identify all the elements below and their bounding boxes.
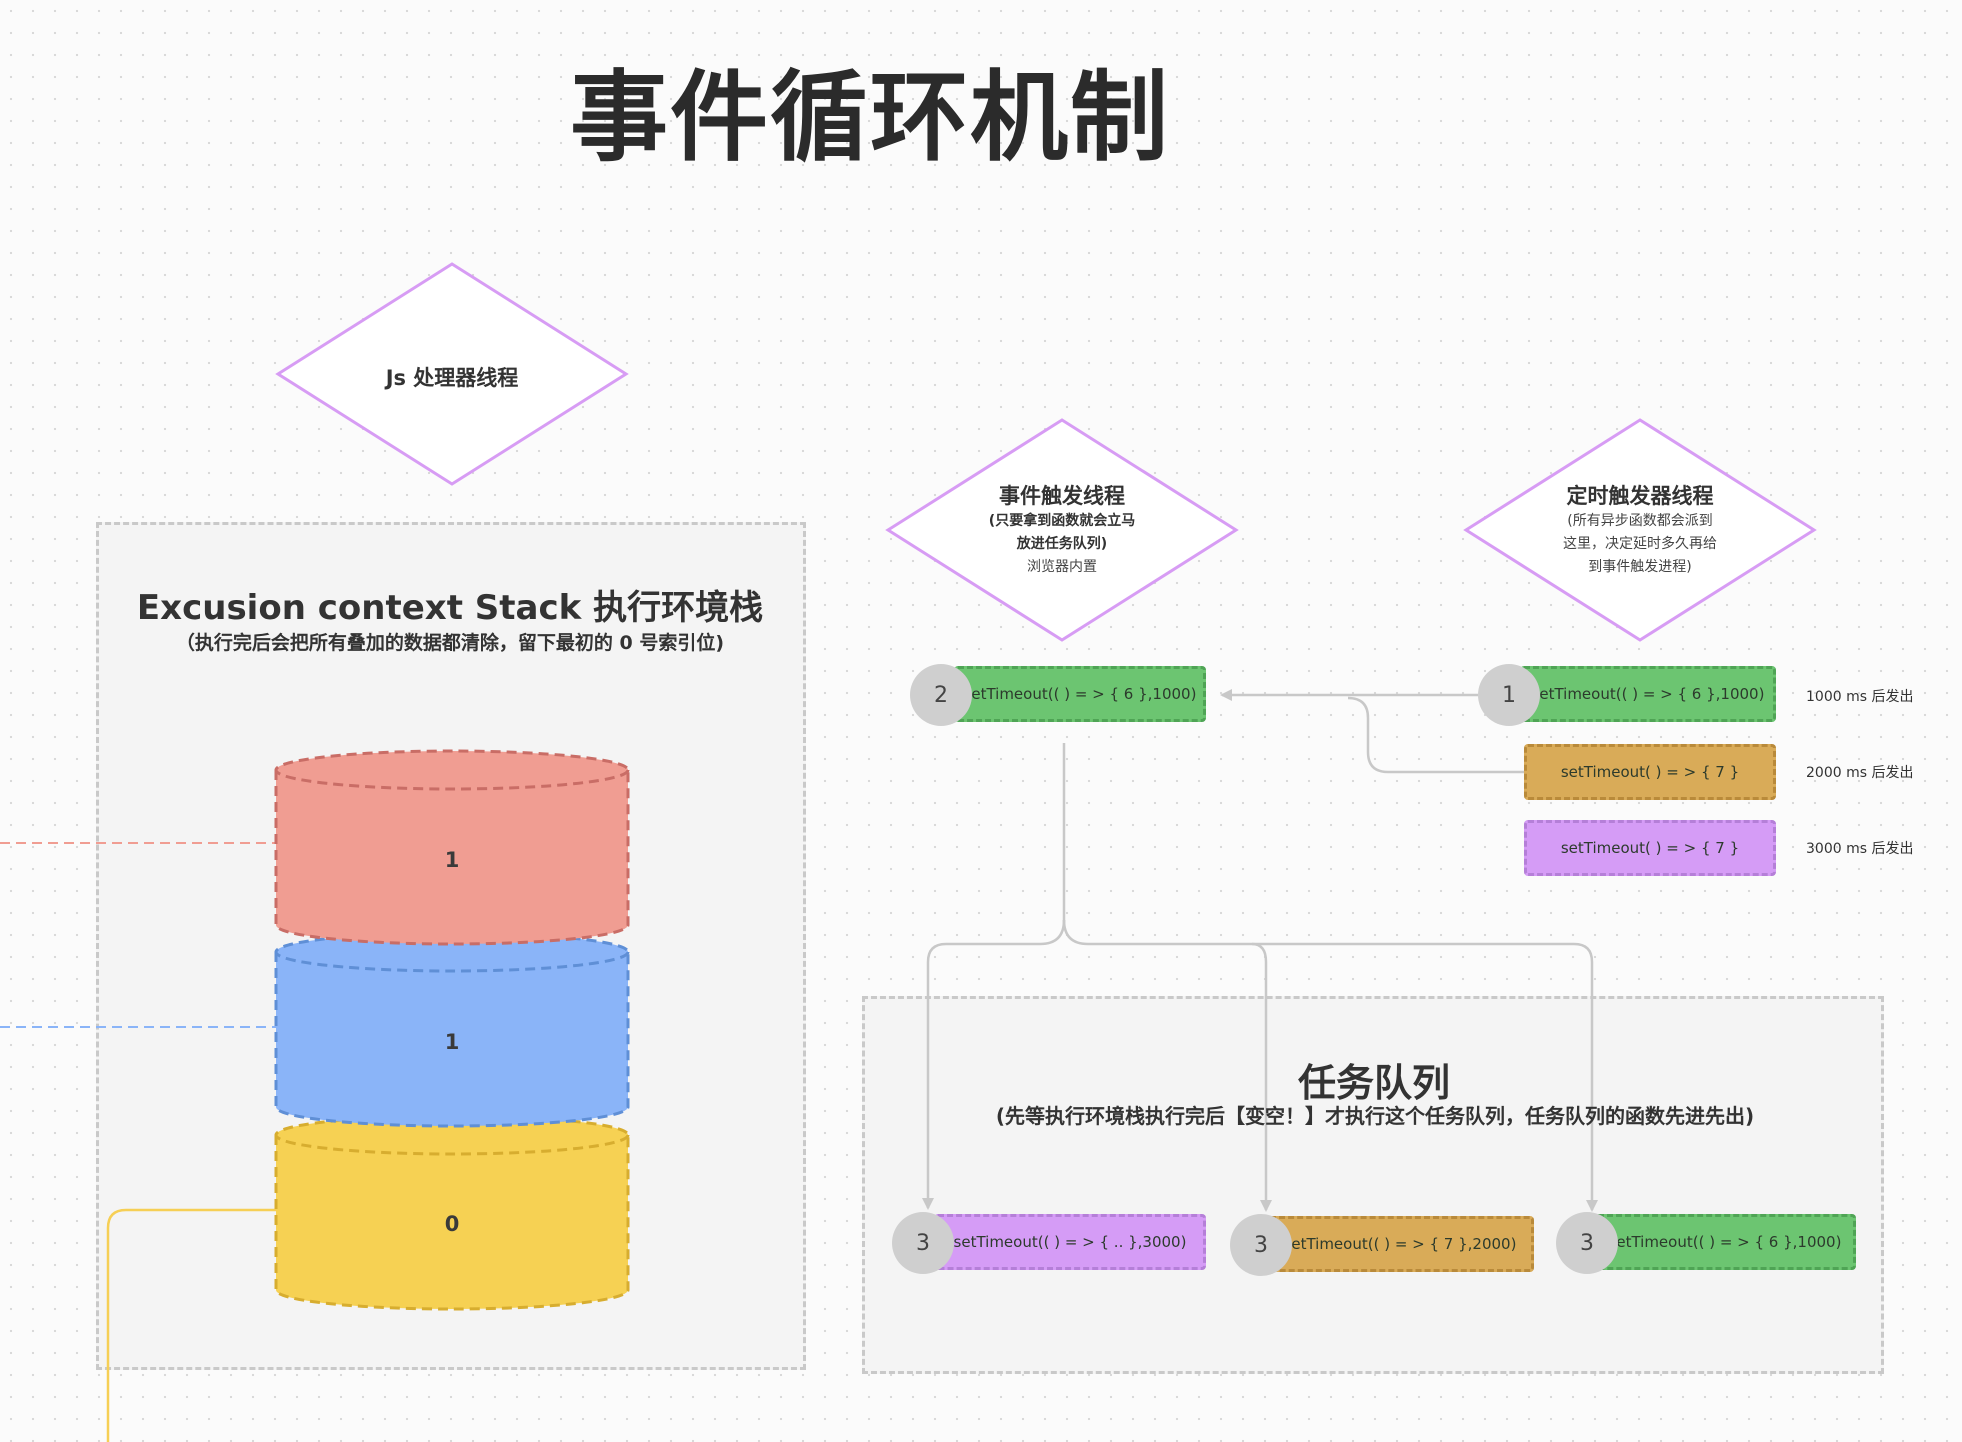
event-thread-diamond bbox=[885, 418, 1239, 642]
timer-thread-line1: (所有异步函数都会派到 bbox=[1567, 513, 1713, 529]
page-title: 事件循环机制 bbox=[569, 61, 1170, 175]
timer-thread-line3: 到事件触发进程) bbox=[1588, 559, 1692, 575]
timer-item-note: 3000 ms 后发出 bbox=[1806, 841, 1914, 857]
task-queue-panel bbox=[862, 996, 1884, 1374]
queue-item-text: setTimeout(( ) = > { 7 },2000) bbox=[1283, 1235, 1517, 1253]
event-item-badge: 2 bbox=[910, 664, 972, 726]
yellow-link bbox=[106, 1208, 276, 1442]
queue-item-badge: 3 bbox=[1556, 1212, 1618, 1274]
stack-layer-label: 1 bbox=[444, 1030, 460, 1054]
event-thread-title: 事件触发线程 bbox=[999, 484, 1125, 508]
event-thread-line1: (只要拿到函数就会立马 bbox=[988, 513, 1136, 529]
stack-layer-label: 1 bbox=[444, 848, 460, 872]
js-thread-label: Js 处理器线程 bbox=[385, 366, 519, 390]
task-queue-subtitle: (先等执行环境栈执行完后【变空！】才执行这个任务队列，任务队列的函数先进先出) bbox=[995, 1104, 1755, 1128]
timer-item-note: 2000 ms 后发出 bbox=[1806, 765, 1914, 781]
queue-branch-right bbox=[1252, 942, 1598, 1212]
queue-item-badge: 3 bbox=[1230, 1214, 1292, 1276]
js-thread-diamond bbox=[275, 262, 629, 486]
event-item[interactable]: setTimeout(( ) = > { 6 },1000) bbox=[954, 666, 1206, 722]
timer-item-text: setTimeout(( ) = > { 6 },1000) bbox=[1531, 685, 1765, 703]
timer-thread-text: 定时触发器线程 (所有异步函数都会派到 这里，决定延时多久再给 到事件触发进程) bbox=[1530, 482, 1750, 579]
timer-branch-connector bbox=[1347, 696, 1524, 774]
queue-item-text: setTimeout(( ) = > { 6 },1000) bbox=[1608, 1233, 1842, 1251]
timer-item[interactable]: setTimeout( ) = > { 7 } bbox=[1524, 744, 1776, 800]
event-thread-text: 事件触发线程 (只要拿到函数就会立马 放进任务队列) 浏览器内置 bbox=[952, 482, 1172, 579]
queue-item[interactable]: setTimeout(( ) = > { 7 },2000) bbox=[1266, 1216, 1534, 1272]
queue-branch-left bbox=[922, 919, 1066, 1210]
queue-item[interactable]: setTimeout(( ) = > { 6 },1000) bbox=[1594, 1214, 1856, 1270]
timer-item[interactable]: setTimeout( ) = > { 7 } bbox=[1524, 820, 1776, 876]
stack-title: Excusion context Stack 执行环境栈 bbox=[136, 588, 764, 628]
timer-thread-title: 定时触发器线程 bbox=[1566, 484, 1714, 508]
timer-item[interactable]: setTimeout(( ) = > { 6 },1000) bbox=[1520, 666, 1776, 722]
event-thread-line2: 放进任务队列) bbox=[1016, 536, 1108, 552]
timer-thread-line2: 这里，决定延时多久再给 bbox=[1563, 536, 1717, 552]
stack-layer-1-red bbox=[274, 749, 630, 946]
queue-item[interactable]: setTimeout(( ) = > { .. },3000) bbox=[934, 1214, 1206, 1270]
timer-thread-diamond bbox=[1463, 418, 1817, 642]
queue-item-badge: 3 bbox=[892, 1212, 954, 1274]
queue-item-text: setTimeout(( ) = > { .. },3000) bbox=[953, 1233, 1187, 1251]
event-thread-line3: 浏览器内置 bbox=[1027, 559, 1097, 575]
timer-item-text: setTimeout( ) = > { 7 } bbox=[1560, 763, 1740, 781]
timer-item-badge: 1 bbox=[1478, 664, 1540, 726]
event-item-text: setTimeout(( ) = > { 6 },1000) bbox=[963, 685, 1197, 703]
timer-item-note: 1000 ms 后发出 bbox=[1806, 689, 1914, 705]
task-queue-title: 任务队列 bbox=[1297, 1061, 1450, 1105]
timer-item-text: setTimeout( ) = > { 7 } bbox=[1560, 839, 1740, 857]
stack-layer-label: 0 bbox=[444, 1212, 460, 1236]
stack-subtitle: （执行完后会把所有叠加的数据都清除，留下最初的 0 号索引位) bbox=[175, 632, 725, 654]
